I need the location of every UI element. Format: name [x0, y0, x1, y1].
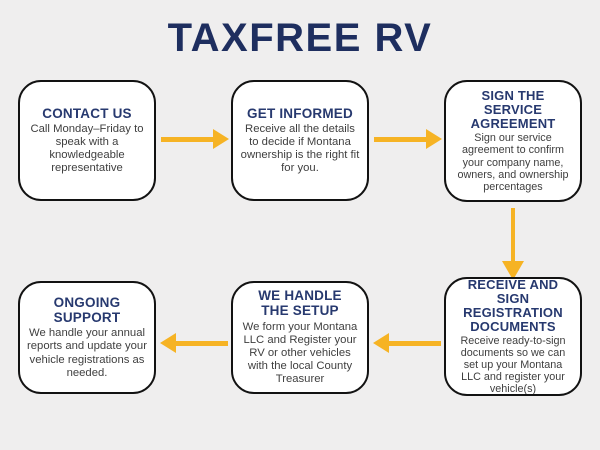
- page-title: TAXFREE RV: [167, 16, 433, 60]
- step-box-sign-service-agreement: SIGN THE SERVICE AGREEMENT Sign our serv…: [444, 80, 582, 202]
- step-heading-contact-us: CONTACT US: [42, 105, 132, 121]
- arrow-shaft: [176, 341, 228, 346]
- arrow-head: [502, 261, 524, 280]
- arrow-right-icon: [161, 128, 229, 150]
- step-body-get-informed: Receive all the details to decide if Mon…: [240, 122, 360, 175]
- arrow-head: [426, 129, 442, 149]
- arrow-left-icon: [160, 332, 228, 354]
- step-body-ongoing-support: We handle your annual reports and update…: [27, 327, 147, 379]
- step-heading-we-handle-the-setup: WE HANDLE THE SETUP: [258, 288, 342, 319]
- arrow-shaft: [161, 137, 213, 142]
- step-box-get-informed: GET INFORMED Receive all the details to …: [231, 80, 369, 201]
- arrow-right-icon: [374, 128, 442, 150]
- arrow-shaft: [374, 137, 426, 142]
- step-heading-receive-sign-registration-documents: RECEIVE AND SIGN REGISTRATION DOCUMENTS: [463, 277, 563, 334]
- step-body-sign-service-agreement: Sign our service agreement to confirm yo…: [457, 132, 569, 193]
- step-body-contact-us: Call Monday–Friday to speak with a knowl…: [30, 122, 144, 175]
- arrow-left-icon: [373, 332, 441, 354]
- step-box-contact-us: CONTACT US Call Monday–Friday to speak w…: [18, 80, 156, 201]
- arrow-head: [160, 333, 176, 353]
- step-heading-sign-service-agreement: SIGN THE SERVICE AGREEMENT: [470, 88, 556, 132]
- step-heading-get-informed: GET INFORMED: [247, 105, 353, 121]
- arrow-shaft: [389, 341, 441, 346]
- step-box-ongoing-support: ONGOING SUPPORT We handle your annual re…: [18, 281, 156, 394]
- arrow-head: [213, 129, 229, 149]
- step-box-receive-sign-registration-documents: RECEIVE AND SIGN REGISTRATION DOCUMENTS …: [444, 277, 582, 396]
- arrow-head: [373, 333, 389, 353]
- step-heading-ongoing-support: ONGOING SUPPORT: [53, 294, 121, 326]
- step-box-we-handle-the-setup: WE HANDLE THE SETUP We form your Montana…: [231, 281, 369, 394]
- arrow-down-icon: [501, 208, 525, 280]
- step-body-receive-sign-registration-documents: Receive ready-to-sign documents so we ca…: [460, 334, 566, 396]
- step-body-we-handle-the-setup: We form your Montana LLC and Register yo…: [242, 320, 358, 386]
- arrow-shaft: [510, 208, 516, 262]
